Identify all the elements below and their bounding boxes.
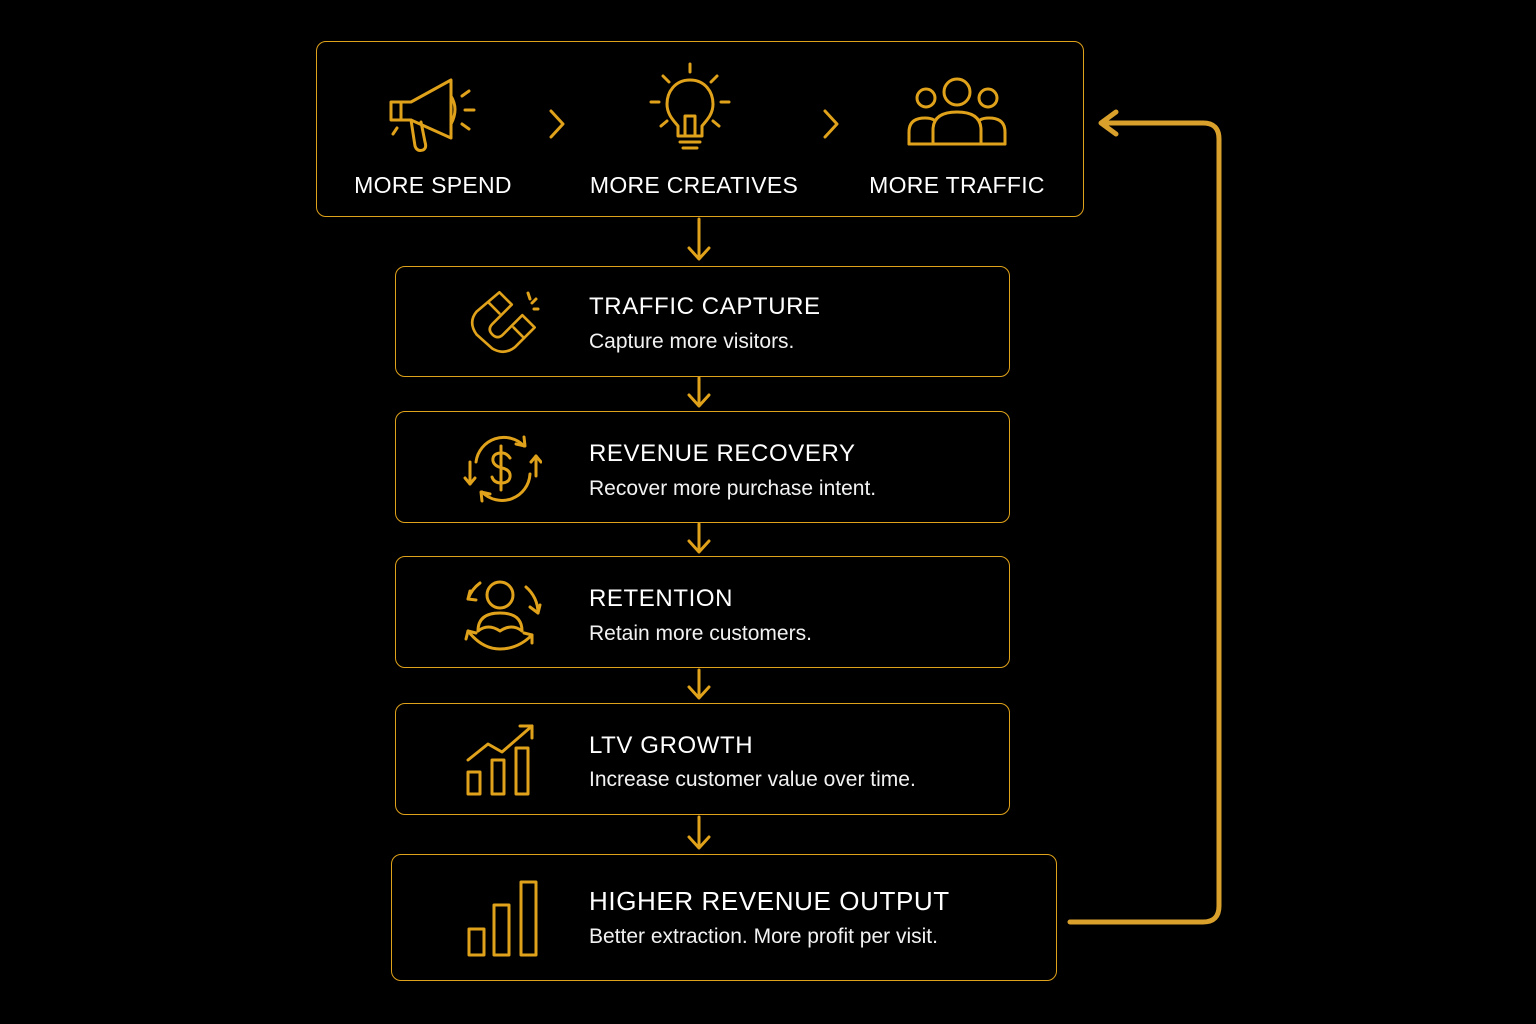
dollar-cycle-icon: [463, 435, 542, 503]
stage-description: Increase customer value over time.: [589, 768, 916, 791]
lightbulb-icon: [649, 62, 731, 150]
stage-title: RETENTION: [589, 585, 734, 612]
stage-description: Capture more visitors.: [589, 330, 795, 353]
stage-revenue-recovery: REVENUE RECOVERY Recover more purchase i…: [395, 411, 1010, 523]
stage-higher-revenue-output: HIGHER REVENUE OUTPUT Better extraction.…: [391, 854, 1057, 981]
growth-chart-icon: [466, 724, 534, 796]
stage-retention: RETENTION Retain more customers.: [395, 556, 1010, 668]
stage-title: LTV GROWTH: [589, 732, 754, 759]
user-cycle-icon: [464, 580, 542, 651]
top-label-more-creatives: MORE CREATIVES: [589, 172, 799, 198]
megaphone-icon: [389, 78, 476, 152]
input-more-traffic: MORE TRAFFIC: [837, 42, 1085, 216]
growth-inputs-box: MORE SPEND MORE CREATIVES: [316, 41, 1084, 217]
people-group-icon: [907, 77, 1007, 146]
input-more-creatives: MORE CREATIVES: [567, 42, 827, 216]
stage-description: Recover more purchase intent.: [589, 477, 877, 500]
stage-ltv-growth: LTV GROWTH Increase customer value over …: [395, 703, 1010, 815]
feedback-loop-arrow: [1067, 109, 1222, 925]
bar-chart-icon: [467, 880, 538, 957]
magnet-icon: [470, 290, 540, 353]
stage-title: REVENUE RECOVERY: [589, 440, 856, 467]
stage-title: HIGHER REVENUE OUTPUT: [589, 886, 950, 916]
stage-description: Better extraction. More profit per visit…: [589, 925, 938, 948]
chevron-right-icon: [823, 109, 839, 139]
stage-title: TRAFFIC CAPTURE: [589, 293, 821, 320]
top-label-more-spend: MORE SPEND: [354, 172, 512, 198]
stage-description: Retain more customers.: [589, 622, 812, 645]
chevron-right-icon: [549, 109, 565, 139]
input-more-spend: MORE SPEND: [317, 42, 567, 216]
top-label-more-traffic: MORE TRAFFIC: [869, 172, 1045, 198]
stage-traffic-capture: TRAFFIC CAPTURE Capture more visitors.: [395, 266, 1010, 377]
